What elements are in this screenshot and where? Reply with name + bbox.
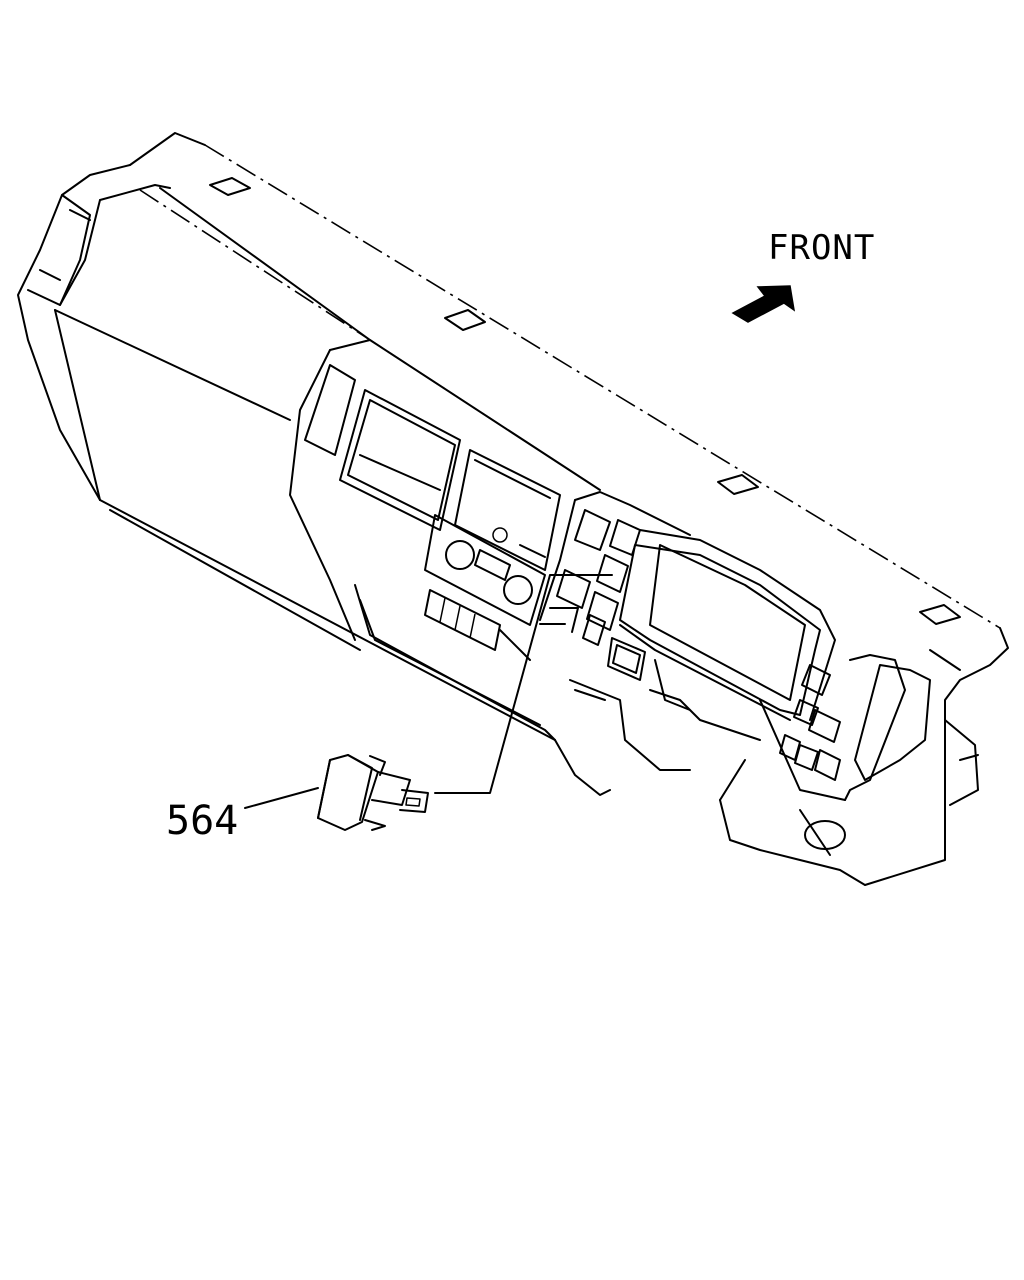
- front-label: FRONT: [768, 228, 876, 268]
- center-console: [289, 339, 866, 886]
- leader-line: [244, 574, 613, 809]
- switch-part: [317, 754, 429, 831]
- direction-arrow-icon: [731, 285, 796, 323]
- instrument-cluster: [539, 491, 931, 801]
- dashboard-panel: [17, 132, 1009, 886]
- part-number-label: 564: [166, 798, 239, 844]
